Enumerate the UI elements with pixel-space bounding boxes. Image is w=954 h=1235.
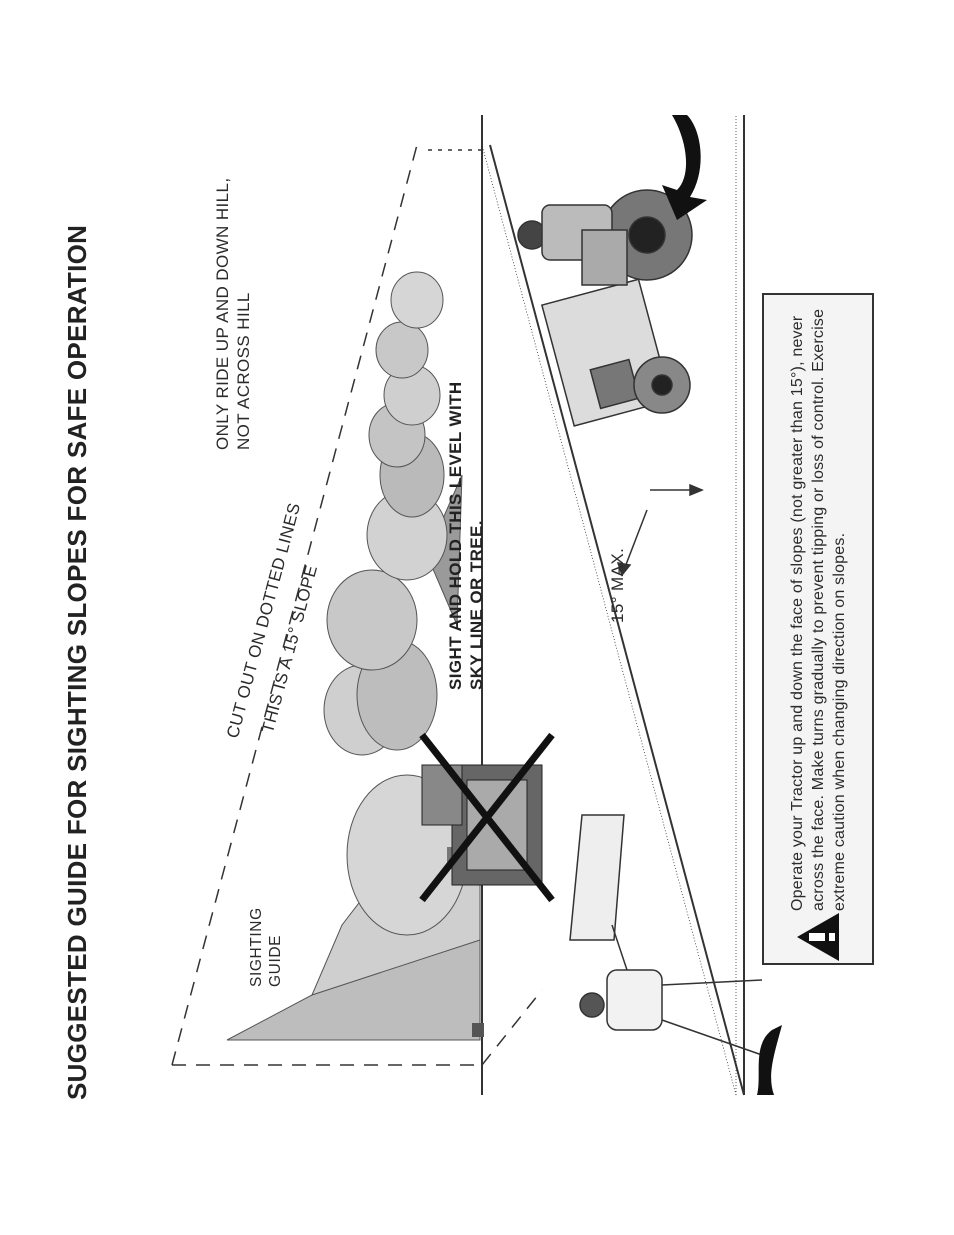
warning-text: Operate your Tractor up and down the fac… xyxy=(788,308,848,911)
warning-icon xyxy=(764,911,872,963)
max-angle-label: 15° MAX. xyxy=(608,547,627,623)
uphill-arrow-icon xyxy=(662,115,707,220)
warning-box: Operate your Tractor up and down the fac… xyxy=(762,293,874,965)
slope-illustration xyxy=(171,115,782,1096)
person-with-guide-icon xyxy=(569,814,763,1056)
angle-marker xyxy=(616,483,704,577)
page-title: SUGGESTED GUIDE FOR SIGHTING SLOPES FOR … xyxy=(62,224,92,1100)
tractor-uphill-icon xyxy=(517,189,693,427)
ground-shadow xyxy=(757,1025,782,1095)
sighting-guide-label: SIGHTING GUIDE xyxy=(248,907,284,987)
background-trees xyxy=(323,271,463,756)
rotated-content: SUGGESTED GUIDE FOR SIGHTING SLOPES FOR … xyxy=(62,115,892,1115)
tractor-across-crossed-icon xyxy=(419,732,555,903)
cut-lines xyxy=(171,144,543,1066)
sight-hold-label: SIGHT AND HOLD THIS LEVEL WITH SKY LINE … xyxy=(446,381,486,690)
ground-slope xyxy=(481,115,745,1096)
ride-instruction-label: ONLY RIDE UP AND DOWN HILL, NOT ACROSS H… xyxy=(213,177,253,450)
